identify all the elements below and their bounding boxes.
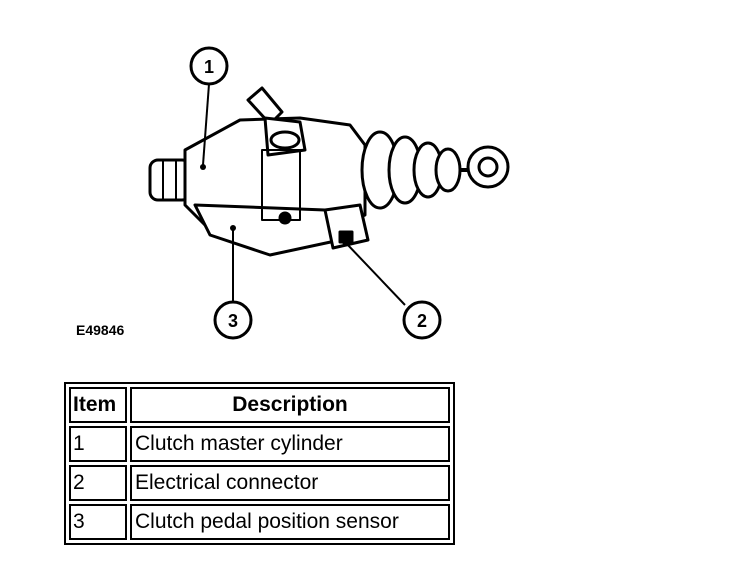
- callout-circle-1: [189, 46, 229, 86]
- callout-1-group: 1: [189, 46, 229, 170]
- leader-line-1: [202, 83, 210, 166]
- clutch-master-cylinder-diagram: 1 2 3: [148, 46, 510, 340]
- leader-line-2: [345, 242, 406, 306]
- leader-dot-2: [342, 239, 348, 245]
- legend-header-row: Item Description: [69, 387, 450, 423]
- callout-circle-2: [402, 300, 442, 340]
- legend-item-number: 3: [69, 504, 127, 540]
- table-row: 3 Clutch pedal position sensor: [69, 504, 450, 540]
- leader-dot-3: [230, 225, 236, 231]
- callout-3-group: 3: [213, 225, 253, 340]
- legend-header-item: Item: [69, 387, 127, 423]
- callout-2-group: 2: [342, 239, 442, 340]
- callout-circle-3: [213, 300, 253, 340]
- legend-header-description: Description: [130, 387, 450, 423]
- legend-item-description: Electrical connector: [130, 465, 450, 501]
- table-row: 2 Electrical connector: [69, 465, 450, 501]
- figure-id: E49846: [76, 322, 125, 338]
- callout-label-1: 1: [204, 57, 214, 77]
- callout-label-3: 3: [228, 311, 238, 331]
- clutch-master-cylinder-illustration: [148, 86, 510, 257]
- legend-item-number: 2: [69, 465, 127, 501]
- table-row: 1 Clutch master cylinder: [69, 426, 450, 462]
- legend-item-description: Clutch pedal position sensor: [130, 504, 450, 540]
- leader-dot-1: [200, 164, 206, 170]
- legend-item-number: 1: [69, 426, 127, 462]
- legend-table: Item Description 1 Clutch master cylinde…: [64, 382, 455, 545]
- legend-item-description: Clutch master cylinder: [130, 426, 450, 462]
- callout-label-2: 2: [417, 311, 427, 331]
